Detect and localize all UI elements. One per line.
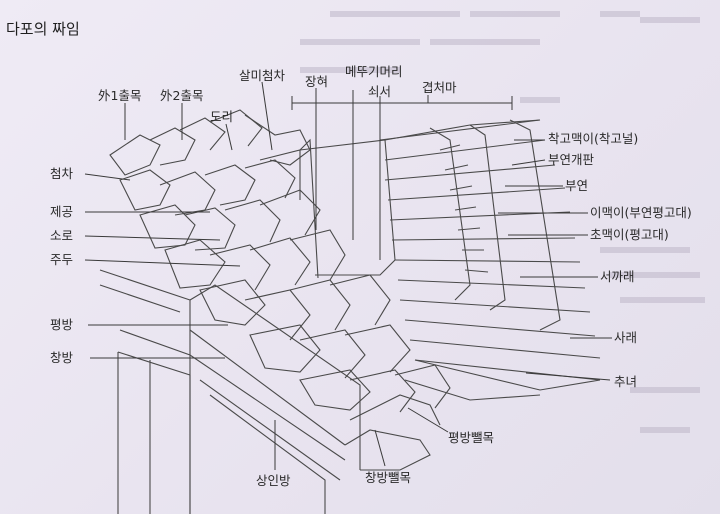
label-medugi-meori: 메뚜기머리 xyxy=(345,64,403,79)
label-seokkarae: 서까래 xyxy=(600,269,635,284)
label-soro: 소로 xyxy=(50,228,73,243)
label-chakgo-maegi: 착고맥이(착고널) xyxy=(548,131,638,146)
label-cheomcha: 첨차 xyxy=(50,166,74,181)
label-janghyeo: 장혀 xyxy=(305,74,328,89)
label-dori: 도리 xyxy=(210,109,233,124)
gyeopcheoma-dimension xyxy=(291,95,513,110)
label-oe2-chulmok: 外2출목 xyxy=(160,88,203,103)
label-oe1-chulmok: 外1출목 xyxy=(98,88,141,103)
label-imaegi: 이맥이(부연평고대) xyxy=(590,205,692,220)
label-salmi-cheomcha: 살미첨차 xyxy=(239,68,286,83)
label-buyeon-gaepan: 부연개판 xyxy=(548,152,595,167)
leader-lines xyxy=(84,81,612,470)
labels: 外1출목 外2출목 도리 살미첨차 장혀 메뚜기머리 쇠서 겹처마 첨차 제공 … xyxy=(50,64,692,488)
background-bleed-through xyxy=(300,11,705,433)
figure-title: 다포의 짜임 xyxy=(6,20,80,38)
label-soeseo: 쇠서 xyxy=(368,84,391,99)
label-changbang-ppaelmok: 창방뺄목 xyxy=(365,470,411,485)
label-pyeongbang-ppaelmok: 평방뺄목 xyxy=(448,430,494,445)
structure-drawing xyxy=(99,109,601,514)
label-jegong: 제공 xyxy=(50,204,73,219)
label-buyeon: 부연 xyxy=(565,178,588,193)
label-chomaegi: 초맥이(평고대) xyxy=(590,227,669,242)
label-sarae: 사래 xyxy=(614,330,637,345)
label-gyeopcheoma: 겹처마 xyxy=(422,80,457,95)
label-judu: 주두 xyxy=(50,252,73,267)
label-changbang: 창방 xyxy=(50,350,74,365)
label-sanginbang: 상인방 xyxy=(256,473,291,488)
label-chuknyeo: 추녀 xyxy=(614,374,637,389)
label-pyeongbang: 평방 xyxy=(50,317,74,332)
